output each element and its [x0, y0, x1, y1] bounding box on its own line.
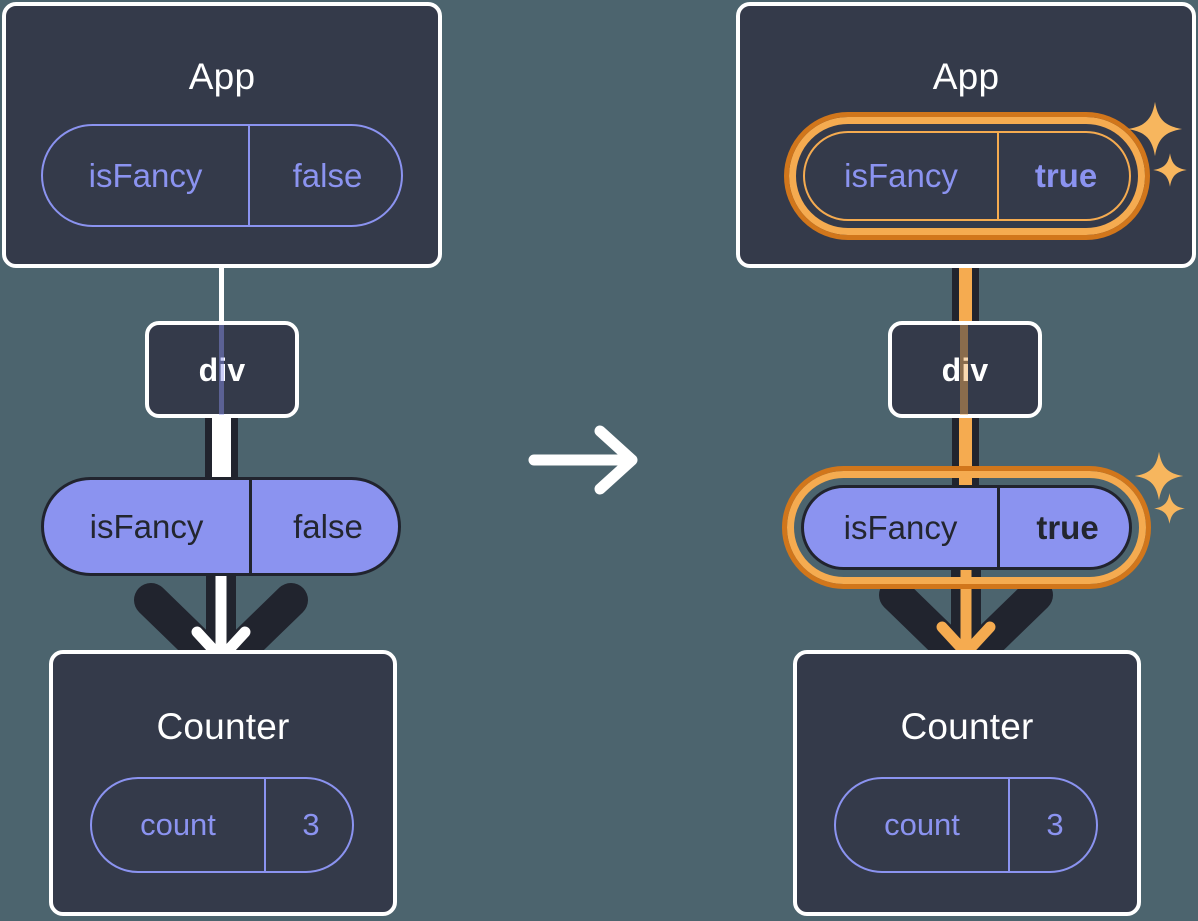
after-app-panel[interactable]: App	[736, 2, 1196, 268]
after-app-title: App	[932, 56, 1000, 97]
after-counter-state-value: 3	[1008, 779, 1100, 871]
after-connector-through-div	[960, 325, 968, 415]
sparkle-large-app-icon	[1127, 101, 1183, 157]
transition-arrow-right-icon	[528, 425, 638, 495]
before-div-title: div	[198, 352, 246, 388]
after-prop-value: true	[997, 488, 1135, 567]
before-prop-value: false	[249, 480, 404, 573]
before-app-title: App	[188, 56, 256, 97]
before-prop-label: isFancy	[89, 507, 204, 545]
before-counter-state-value: 3	[264, 779, 356, 871]
sparkle-small-app-icon	[1153, 153, 1187, 187]
before-connector-app-div	[219, 255, 224, 325]
before-app-state-pill[interactable]: isFancy false	[41, 124, 403, 227]
after-app-state-value: true	[997, 133, 1133, 219]
after-counter-state-label: count	[884, 807, 960, 842]
before-div-panel[interactable]: div	[145, 321, 299, 418]
before-connector-through-div	[219, 325, 224, 415]
after-app-state-label: isFancy	[844, 157, 958, 194]
sparkle-large-prop-icon	[1134, 451, 1184, 501]
before-counter-state-pill[interactable]: count 3	[90, 777, 354, 873]
after-prop-pill[interactable]: isFancy true	[801, 485, 1132, 570]
before-counter-state-label: count	[140, 807, 216, 842]
before-app-state-value: false	[248, 126, 405, 225]
after-div-title: div	[941, 352, 989, 388]
before-counter-title: Counter	[156, 706, 290, 747]
after-counter-state-pill[interactable]: count 3	[834, 777, 1098, 873]
after-connector-div-prop	[952, 412, 979, 492]
before-app-state-label: isFancy	[88, 156, 203, 194]
sparkle-small-prop-icon	[1154, 493, 1185, 524]
before-prop-pill[interactable]: isFancy false	[41, 477, 401, 576]
after-div-panel[interactable]: div	[888, 321, 1042, 418]
after-counter-title: Counter	[900, 706, 1034, 747]
after-prop-label: isFancy	[843, 508, 958, 546]
after-app-state-pill[interactable]: isFancy true	[803, 131, 1131, 221]
